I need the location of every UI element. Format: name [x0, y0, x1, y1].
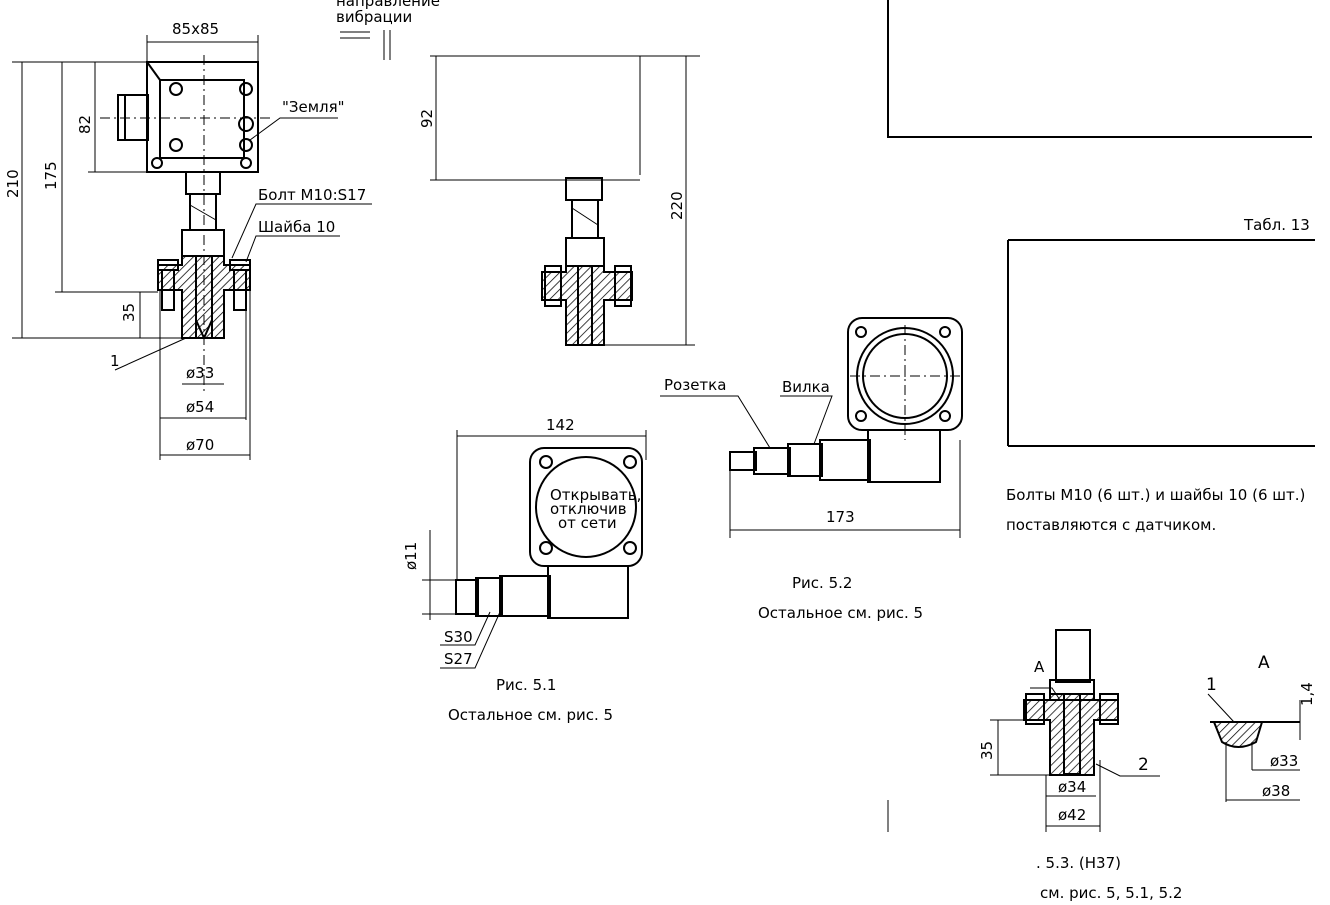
fig-top-middle-view [430, 55, 700, 346]
ref-1-left: 1 [110, 352, 120, 370]
ground-label: "Земля" [282, 98, 345, 116]
view-a-detail [1207, 693, 1301, 802]
ref-2: 2 [1138, 755, 1149, 775]
top-right-frame [887, 0, 1315, 447]
fig5-3-view [887, 629, 1160, 832]
note-line-2: поставляются с датчиком. [1006, 516, 1216, 534]
dim-d11: ø11 [402, 542, 420, 570]
washer-label: Шайба 10 [258, 218, 335, 236]
ref-1-right: 1 [1206, 675, 1217, 695]
table-label: Табл. 13 [1243, 216, 1310, 234]
fig-5-1-caption: Рис. 5.1 [496, 676, 556, 694]
fig-5-1-note: Остальное см. рис. 5 [448, 706, 613, 724]
s27-label: S27 [444, 650, 473, 668]
s30-label: S30 [444, 628, 473, 646]
dim-d33-right: ø33 [1270, 752, 1298, 770]
dim-173: 173 [826, 508, 855, 526]
cover-text-2: отключив [550, 500, 627, 518]
vibration-label-2: вибрации [336, 8, 412, 26]
fig-5-2-note: Остальное см. рис. 5 [758, 604, 923, 622]
dim-d70: ø70 [186, 436, 214, 454]
cover-text-3: от сети [558, 514, 617, 532]
dim-142: 142 [546, 416, 575, 434]
socket-label: Розетка [664, 376, 726, 394]
view-a-mark: А [1034, 658, 1045, 676]
cover-text-1: Открывать, [550, 486, 641, 504]
dim-210: 210 [4, 169, 22, 198]
dim-d42: ø42 [1058, 806, 1086, 824]
dim-d38: ø38 [1262, 782, 1290, 800]
fig-5-3-caption: . 5.3. (Н37) [1036, 854, 1121, 872]
dim-92: 92 [418, 109, 436, 128]
dim-82: 82 [76, 115, 94, 134]
fig-5-3-note: см. рис. 5, 5.1, 5.2 [1040, 884, 1182, 902]
dim-175: 175 [42, 161, 60, 190]
dim-d34: ø34 [1058, 778, 1086, 796]
dim-35-right: 35 [978, 741, 996, 760]
fig5-sensor-view [12, 30, 391, 460]
dim-85x85: 85x85 [172, 20, 219, 38]
note-line-1: Болты М10 (6 шт.) и шайбы 10 (6 шт.) [1006, 486, 1305, 504]
dim-220: 220 [668, 191, 686, 220]
view-a-title: А [1258, 653, 1270, 673]
dim-1-4: 1,4 [1298, 682, 1316, 706]
bolt-label: Болт М10:S17 [258, 186, 366, 204]
fig5-1-view [422, 430, 647, 669]
fig-5-2-caption: Рис. 5.2 [792, 574, 852, 592]
dim-35-left: 35 [120, 303, 138, 322]
dim-d33-left: ø33 [186, 364, 214, 382]
plug-label: Вилка [782, 378, 830, 396]
dim-d54: ø54 [186, 398, 214, 416]
fig5-2-view [660, 317, 963, 538]
vibration-label-1: направление [336, 0, 440, 10]
